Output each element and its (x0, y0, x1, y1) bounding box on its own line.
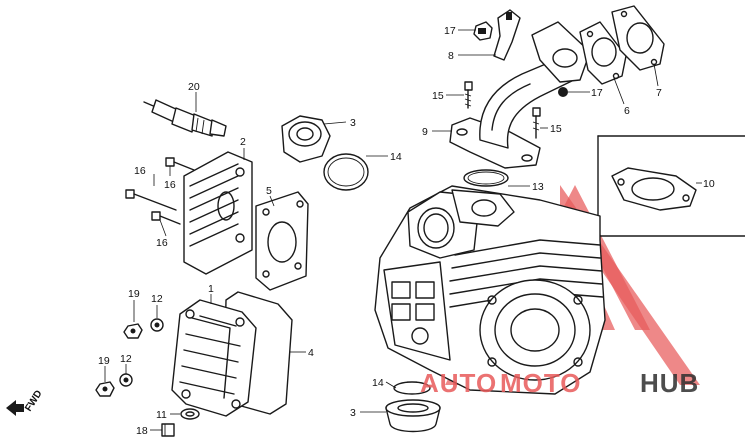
fwd-arrow: FWD (6, 388, 45, 416)
callout-3: 3 (350, 407, 356, 419)
watermark-word-auto: AUTO (420, 368, 497, 398)
part-head-cover-1 (171, 299, 257, 417)
watermark-text: AUTO MOTO HUB (420, 368, 699, 398)
callout-19: 19 (98, 355, 110, 367)
part-cap-3-bottom (385, 399, 441, 433)
callout-15: 15 (432, 90, 444, 102)
part-spark-plug (143, 99, 227, 137)
callout-5: 5 (266, 185, 272, 197)
part-bolt-18 (161, 423, 175, 437)
callout-14: 14 (372, 377, 384, 389)
callout-labels: 17 8 15 17 6 7 9 15 20 3 2 14 16 16 16 5… (98, 25, 715, 437)
callout-17: 17 (591, 87, 603, 99)
callout-8: 8 (448, 50, 454, 62)
callout-4: 4 (308, 347, 314, 359)
callout-16: 16 (134, 165, 146, 177)
part-nut-19-a (123, 323, 143, 339)
leader-lines (104, 29, 702, 431)
watermark-word-moto: MOTO (500, 368, 582, 398)
watermark-word-hub: HUB (640, 368, 699, 398)
fwd-label: FWD (23, 388, 44, 413)
callout-9: 9 (422, 126, 428, 138)
part-nut-17 (473, 21, 493, 41)
callout-1: 1 (208, 283, 214, 295)
callout-3: 3 (350, 117, 356, 129)
part-intake-pipe (449, 21, 591, 169)
part-gasket-10-inset (597, 135, 745, 237)
part-cylinder-head (374, 185, 606, 395)
part-bolt-15-left (464, 81, 473, 109)
callout-16: 16 (156, 237, 168, 249)
callout-11: 11 (156, 409, 167, 421)
part-cap-3-top (281, 115, 331, 163)
part-o-ring-14-top (323, 153, 369, 191)
part-o-ring-13 (463, 169, 509, 187)
part-bolt-15-right (532, 107, 541, 139)
callout-12: 12 (120, 353, 132, 365)
part-bolt-16-c (151, 211, 181, 225)
part-washer-11 (180, 408, 200, 420)
callout-17: 17 (444, 25, 456, 37)
callout-10: 10 (703, 178, 715, 190)
callout-20: 20 (188, 81, 200, 93)
part-bracket (493, 9, 521, 61)
callout-15: 15 (550, 123, 562, 135)
part-head-cover-2 (183, 151, 253, 275)
callout-14: 14 (390, 151, 402, 163)
part-gasket-6 (579, 21, 627, 85)
callout-13: 13 (532, 181, 544, 193)
callout-16: 16 (164, 179, 176, 191)
part-washer-12-b (119, 373, 133, 387)
callout-18: 18 (136, 425, 148, 437)
callout-6: 6 (624, 105, 630, 117)
part-nut-17-b (558, 87, 568, 97)
part-gasket-5 (255, 191, 309, 291)
callout-19: 19 (128, 288, 140, 300)
part-o-ring-14-bottom (393, 381, 431, 395)
callout-7: 7 (656, 87, 662, 99)
callout-2: 2 (240, 136, 246, 148)
part-nut-19-b (95, 381, 115, 397)
callout-12: 12 (151, 293, 163, 305)
part-bolt-16-b (125, 189, 177, 211)
part-washer-12-a (150, 318, 164, 332)
